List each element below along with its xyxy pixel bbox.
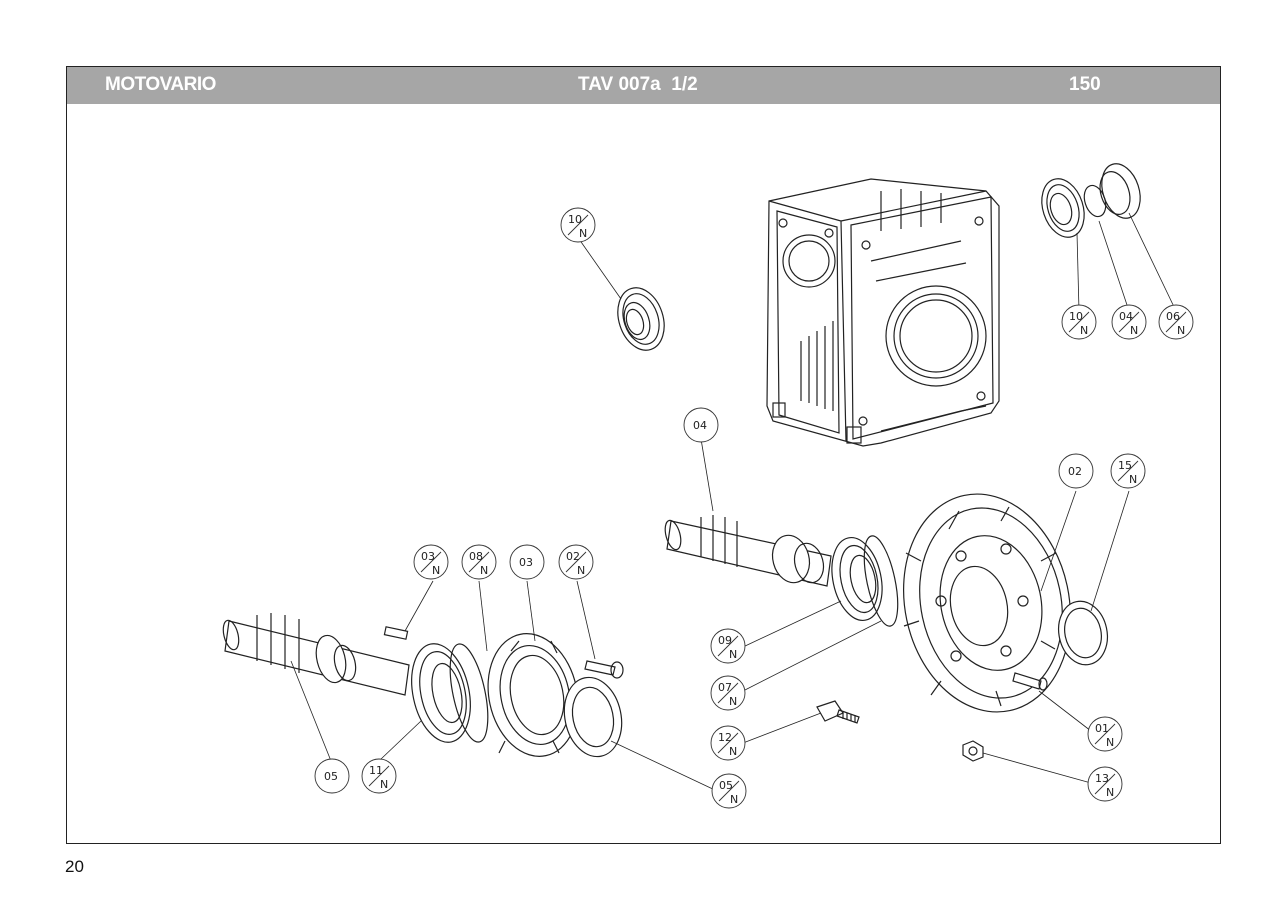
svg-text:15: 15 — [1118, 459, 1132, 472]
callouts: 10 N 10 N 04 N 06 N 04 — [314, 207, 1194, 809]
flange-right — [902, 493, 1072, 713]
svg-text:N: N — [1177, 324, 1185, 337]
svg-text:01: 01 — [1095, 722, 1109, 735]
svg-text:05: 05 — [719, 779, 733, 792]
svg-text:N: N — [480, 564, 488, 577]
svg-text:N: N — [579, 227, 587, 240]
worm-shaft-right — [664, 515, 832, 587]
callout-05-shaft: 05 — [314, 758, 350, 794]
callout-09: 09 N — [710, 628, 746, 664]
svg-text:N: N — [432, 564, 440, 577]
svg-text:N: N — [729, 745, 737, 758]
callout-13: 13 N — [1087, 766, 1123, 802]
oil-seal-05 — [563, 676, 623, 758]
svg-text:12: 12 — [718, 731, 732, 744]
callout-03-flange: 03 — [509, 544, 545, 580]
exploded-view-drawing: 10 N 10 N 04 N 06 N 04 — [222, 163, 1194, 809]
svg-text:09: 09 — [718, 634, 732, 647]
svg-text:N: N — [577, 564, 585, 577]
callout-11: 11 N — [361, 758, 397, 794]
callout-01: 01 N — [1087, 716, 1123, 752]
callout-03-key: 03 N — [413, 544, 449, 580]
svg-text:N: N — [1129, 473, 1137, 486]
svg-text:N: N — [380, 778, 388, 791]
svg-text:08: 08 — [469, 550, 483, 563]
svg-text:N: N — [729, 648, 737, 661]
svg-text:07: 07 — [718, 681, 732, 694]
svg-text:03: 03 — [519, 556, 533, 569]
gearbox-housing — [766, 178, 1000, 447]
svg-text:11: 11 — [369, 764, 383, 777]
title-bar: MOTOVARIO TAV 007a 1/2 150 — [67, 67, 1220, 104]
svg-text:02: 02 — [1068, 465, 1082, 478]
svg-text:04: 04 — [693, 419, 707, 432]
callout-07: 07 N — [710, 675, 746, 711]
bearing-10-top — [617, 287, 665, 351]
svg-text:13: 13 — [1095, 772, 1109, 785]
brand-name: MOTOVARIO — [105, 74, 216, 95]
svg-text:N: N — [1130, 324, 1138, 337]
svg-text:N: N — [1080, 324, 1088, 337]
svg-text:N: N — [730, 793, 738, 806]
callout-06-right: 06 N — [1158, 304, 1194, 340]
svg-text:10: 10 — [1069, 310, 1083, 323]
worm-shaft-left — [222, 613, 410, 696]
callout-02-flange: 02 — [1058, 453, 1094, 489]
bearing-09-right — [831, 535, 899, 627]
screw-12 — [816, 700, 860, 724]
svg-text:N: N — [1106, 736, 1114, 749]
oil-seal-15 — [1057, 600, 1109, 666]
callout-10-top: 10 N — [560, 207, 596, 243]
callout-05-seal: 05 N — [711, 773, 747, 809]
callout-08: 08 N — [461, 544, 497, 580]
svg-text:02: 02 — [566, 550, 580, 563]
screw-01 — [1012, 672, 1048, 691]
callout-15: 15 N — [1110, 453, 1146, 489]
svg-text:03: 03 — [421, 550, 435, 563]
bearing-11-left — [411, 643, 489, 743]
bearing-set-top-right — [1041, 163, 1141, 238]
svg-text:N: N — [1106, 786, 1114, 799]
leader-lines — [290, 212, 1177, 792]
callout-04-right: 04 N — [1111, 304, 1147, 340]
callout-04-shaft: 04 — [683, 407, 719, 443]
table-id: TAV 007a 1/2 — [578, 74, 698, 95]
svg-text:05: 05 — [324, 770, 338, 783]
svg-text:N: N — [729, 695, 737, 708]
callout-02-screw: 02 N — [558, 544, 594, 580]
nut-13 — [962, 740, 984, 762]
page-number: 20 — [65, 857, 84, 876]
callout-10-right: 10 N — [1061, 304, 1097, 340]
svg-text:10: 10 — [568, 213, 582, 226]
svg-text:04: 04 — [1119, 310, 1133, 323]
svg-text:06: 06 — [1166, 310, 1180, 323]
gearbox-size: 150 — [1069, 74, 1101, 95]
drawing-frame: MOTOVARIO TAV 007a 1/2 150 — [66, 66, 1221, 844]
key-03 — [383, 626, 409, 640]
screw-02 — [584, 660, 624, 679]
callout-12: 12 N — [710, 725, 746, 761]
flange-03-left — [487, 633, 580, 757]
